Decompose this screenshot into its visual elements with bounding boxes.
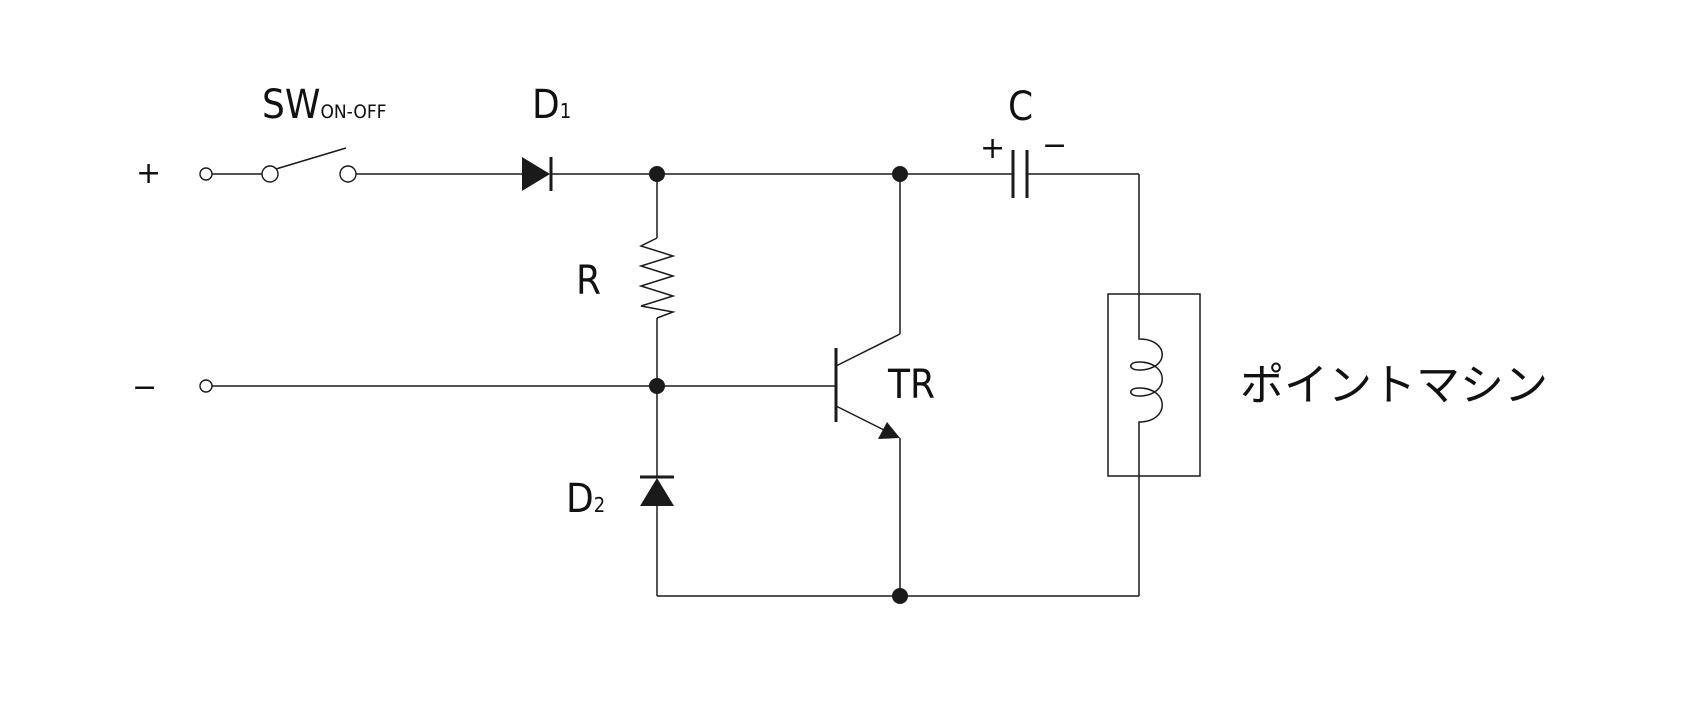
capacitor-c [1011,150,1029,198]
minus-terminal [199,379,213,393]
diode-d2-triangle [640,478,674,506]
point-machine [1107,293,1201,477]
junction-middle [649,378,665,394]
transistor-collector-lead [835,333,901,367]
transistor-label: TR [887,362,935,408]
resistor-r [638,237,676,319]
junction-top-left [649,166,665,182]
switch-contact-left [261,165,279,183]
capacitor-label: C [1008,84,1033,130]
diode-d1-label-main: D [532,82,560,128]
plus-terminal [199,167,213,181]
minus-terminal-label: − [132,370,157,405]
point-machine-box [1107,293,1201,477]
diode-d1-label: D1 [532,82,571,128]
point-machine-coil [1130,321,1163,475]
diode-d1 [522,157,553,191]
switch-label-sub: ON-OFF [320,101,386,123]
diode-d1-label-sub: 1 [560,99,571,123]
transistor-emitter-arrow [878,422,900,439]
diode-d2 [640,475,674,506]
point-machine-label: ポイントマシン [1240,360,1548,411]
capacitor-plus-label: + [980,131,1005,166]
plus-terminal-label: + [136,156,161,191]
switch-label: SWON-OFF [262,82,387,128]
capacitor-minus-label: − [1042,128,1067,163]
junction-top-collector [892,166,908,182]
transistor-emitter-lead [835,405,889,433]
wires [210,173,1140,597]
diode-d1-triangle [522,157,550,191]
switch-label-main: SW [262,82,320,128]
diode-d2-label-main: D [566,476,594,522]
switch-contact-right [339,165,357,183]
switch-lever [275,147,347,170]
diode-d2-label: D2 [566,476,605,522]
transistor-tr [834,333,901,439]
junction-bottom [892,588,908,604]
resistor-label: R [576,258,601,304]
switch-sw [261,147,357,183]
diode-d2-label-sub: 2 [594,493,605,517]
